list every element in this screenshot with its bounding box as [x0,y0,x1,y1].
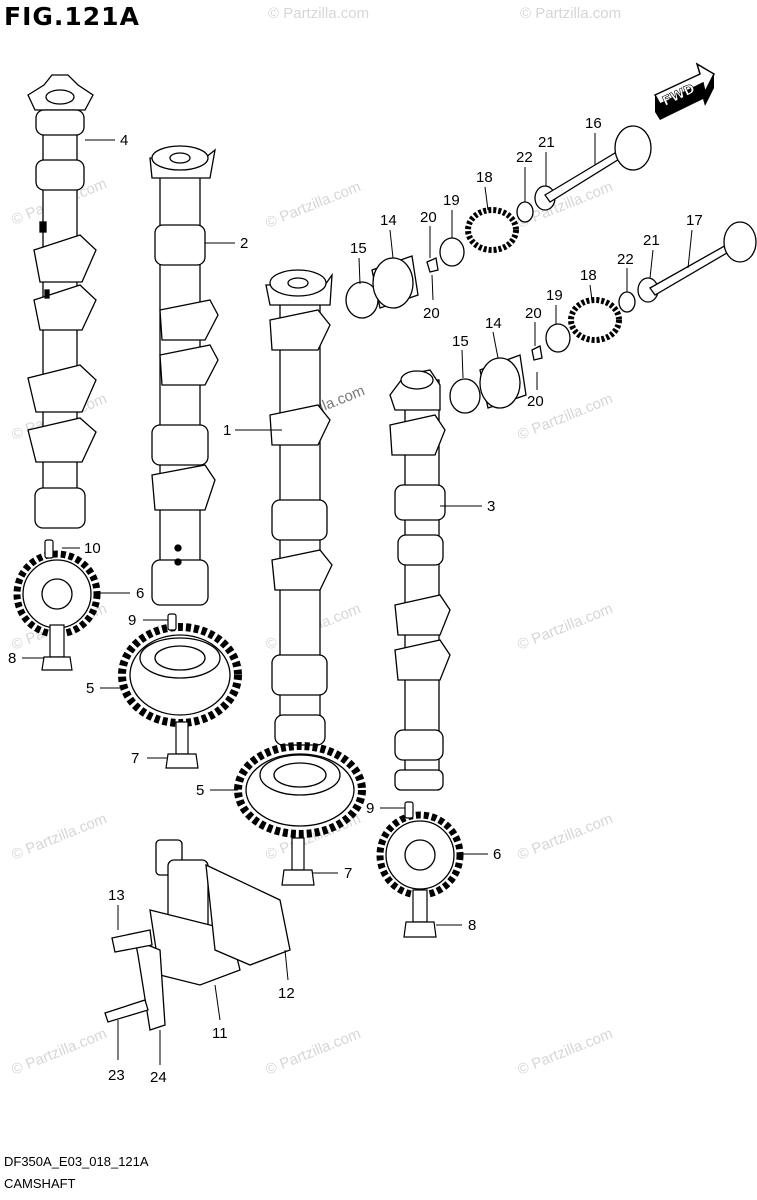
watermark-text: © Partzilla.com [9,810,109,864]
callout-23: 23 [108,1067,125,1084]
fwd-arrow-icon: FWD [653,62,715,120]
callout-19: 19 [443,192,460,209]
callout-21: 21 [538,134,555,151]
callout-14: 14 [380,212,397,229]
callout-7: 7 [344,865,352,882]
watermark-text: © Partzilla.com [515,600,615,654]
callout-3: 3 [487,498,495,515]
camshaft-3 [389,369,451,791]
callout-6: 6 [136,585,144,602]
figure-title: FIG.121A [4,2,140,31]
callout-20: 20 [423,305,440,322]
valve-parts-upper [345,125,652,319]
camshaft-2 [149,145,219,606]
callout-5: 5 [196,782,204,799]
callout-13: 13 [108,887,125,904]
callout-12: 12 [278,985,295,1002]
callout-7: 7 [131,750,139,767]
bolt-8-right [412,889,428,923]
callout-15: 15 [452,333,469,350]
valve-parts-lower [449,221,757,414]
callout-labels: 4 2 1 3 10 6 9 8 5 7 5 7 9 6 8 13 12 11 … [8,115,703,1086]
callout-19: 19 [546,287,563,304]
bolt-8-left [49,624,65,658]
spring-18-lower [568,297,622,343]
callout-22: 22 [516,149,533,166]
cotter-20-lower [531,345,543,361]
bolt-7-upper [175,721,189,755]
seat-19-upper [439,237,465,267]
callout-1: 1 [223,422,231,439]
pin-9-upper [167,613,177,631]
seat-19-lower [545,323,571,353]
callout-18: 18 [476,169,493,186]
camshaft-1 [265,269,333,746]
seal-22-upper [516,201,534,223]
watermark-text: © Partzilla.com [9,1025,109,1079]
callout-8: 8 [468,917,476,934]
sprocket-5-upper [118,623,242,727]
bolt-23 [104,999,149,1023]
watermark-text: © Partzilla.com [520,5,621,22]
callout-15: 15 [350,240,367,257]
callout-9: 9 [366,800,374,817]
watermark-text: © Partzilla.com [263,178,363,232]
valve-17-head [723,221,757,263]
leader-lines [22,133,693,1065]
callout-20: 20 [527,393,544,410]
pin-9-lower [404,801,414,819]
pin-10 [44,539,54,559]
shim-15-lower [449,378,481,414]
watermark-text: © Partzilla.com [515,810,615,864]
spring-18-upper [465,207,519,253]
bolts-and-pins [41,539,437,938]
callout-20: 20 [525,305,542,322]
callout-20: 20 [420,209,437,226]
valve-17-stem [649,243,733,296]
bolt-7-lower [291,837,305,871]
callout-6: 6 [493,846,501,863]
callout-11: 11 [212,1025,228,1042]
callout-14: 14 [485,315,502,332]
callout-8: 8 [8,650,16,667]
seal-22-lower [618,291,636,313]
oil-control-valve-assembly [104,839,291,1031]
watermark-text: © Partzilla.com [515,1025,615,1079]
sprocket-6-left [13,550,101,638]
callout-16: 16 [585,115,602,132]
callout-9: 9 [128,612,136,629]
callout-18: 18 [580,267,597,284]
callout-22: 22 [617,251,634,268]
figure-code: DF350A_E03_018_121A [4,1154,149,1169]
callout-5: 5 [86,680,94,697]
callout-4: 4 [120,132,128,149]
watermark-text: © Partzilla.com [268,5,369,22]
sprocket-6-right [376,811,464,899]
cotter-20 [426,257,439,273]
callout-17: 17 [686,212,703,229]
bolt-13 [111,929,153,953]
sprocket-5-lower [234,742,366,838]
callout-21: 21 [643,232,660,249]
callout-2: 2 [240,235,248,252]
camshaft-4 [27,74,97,529]
watermark-text: © Partzilla.com [263,1025,363,1079]
valve-16-head [614,125,652,171]
figure-caption: CAMSHAFT [4,1176,76,1191]
callout-10: 10 [84,540,101,557]
callout-24: 24 [150,1069,167,1086]
